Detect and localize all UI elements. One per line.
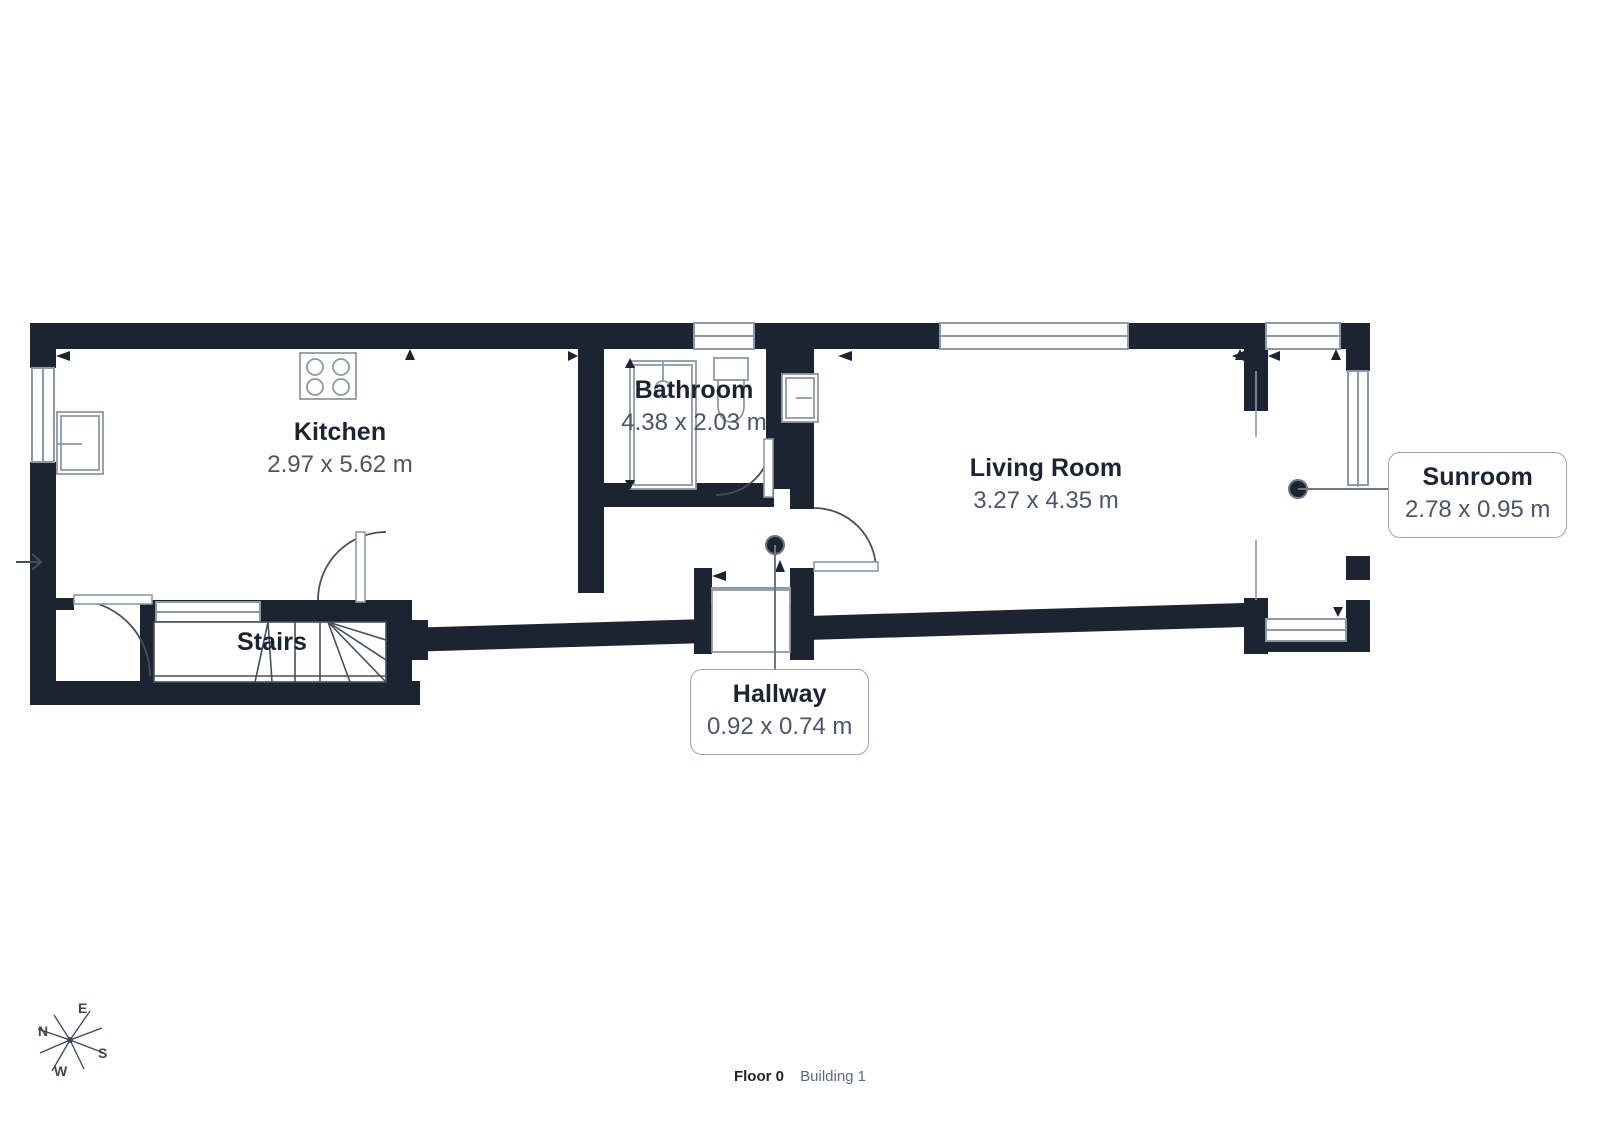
compass-ray-w	[51, 1039, 71, 1072]
compass-ray-sw	[69, 1039, 85, 1070]
compass-label-east: E	[78, 1000, 88, 1016]
door-hallway-arc	[813, 507, 877, 571]
stair-winder-2	[327, 621, 387, 661]
stair-winder-3	[327, 621, 387, 683]
compass-ray-n	[37, 1028, 71, 1041]
room-name-hallway: Hallway	[732, 680, 827, 708]
compass-star-icon	[37, 1010, 105, 1072]
wall-top-bathroom-right	[754, 323, 940, 349]
door-stairs-leaf	[355, 531, 366, 603]
door-entrance-leaf	[73, 594, 153, 605]
door-hallway-leaf	[813, 561, 879, 572]
stair-winder-1	[327, 621, 387, 641]
stair-tread-1	[254, 621, 269, 683]
wall-hall-living-upper	[790, 349, 814, 509]
room-dims-hallway: 0.92 x 0.74 m	[707, 712, 853, 740]
wall-bottom-main	[404, 603, 1244, 652]
stove-burner-3	[306, 378, 324, 396]
dim-arrow-kitchen-top-b	[568, 351, 578, 361]
bathtub-drain-icon	[654, 380, 672, 398]
door-bathroom-leaf	[763, 438, 774, 498]
dim-arrow-kitchen-left	[56, 351, 70, 361]
stove-burner-1	[306, 358, 324, 376]
dim-arrow-kitchen-top-a	[405, 349, 415, 360]
dim-arrow-bathroom-left	[625, 358, 635, 368]
doors-group	[73, 438, 879, 677]
dim-arrow-sunroom-left	[1268, 351, 1280, 361]
kitchen-sink-basin	[60, 415, 100, 471]
dim-arrow-living-left	[838, 351, 852, 361]
compass-rose: N E S W	[24, 995, 134, 1085]
wall-stairs-left	[140, 600, 154, 682]
wall-left-lower	[30, 462, 56, 610]
dimension-lines-group	[1255, 371, 1359, 600]
dim-arrow-bathroom-bottom	[625, 480, 635, 490]
dim-arrow-bottom-right	[1333, 607, 1343, 617]
fixtures-group	[56, 352, 819, 653]
leader-lines-group	[765, 479, 1388, 669]
compass-label-south: S	[98, 1045, 108, 1061]
dim-arrow-bathroom-right-top	[766, 351, 780, 361]
room-callout-hallway: Hallway 0.92 x 0.74 m	[690, 669, 870, 755]
stove-burner-4	[332, 378, 350, 396]
toilet-bowl-icon	[717, 379, 745, 423]
door-stairs-arc	[317, 531, 387, 601]
wall-top-living-right	[1128, 323, 1266, 349]
toilet-tank	[713, 357, 749, 381]
hallway-unit-icon	[711, 589, 791, 653]
wall-left-upper	[30, 323, 56, 368]
stairs-group	[153, 621, 387, 683]
room-dims-sunroom: 2.78 x 0.95 m	[1405, 495, 1551, 523]
compass-label-west: W	[54, 1063, 68, 1079]
footer-floor-label: Floor 0	[733, 1068, 784, 1085]
dim-arrow-sunroom-right	[1331, 349, 1341, 360]
compass-ray-se	[69, 1027, 103, 1041]
wall-hall-living-lower	[790, 568, 814, 660]
wall-kitchen-bathroom	[578, 323, 604, 593]
wall-bottom-left	[30, 681, 420, 705]
dim-arrow-bottom-mid	[1225, 607, 1235, 617]
wall-right-exterior-lower	[1346, 556, 1370, 580]
wall-door-stub-left	[56, 598, 74, 610]
stair-tread-2	[267, 621, 273, 683]
dim-arrow-hallway-top	[775, 560, 785, 572]
door-entrance-arc	[73, 599, 151, 677]
entrance-arrow-icon	[16, 553, 43, 571]
stove-burner-2	[332, 358, 350, 376]
compass-ray-nw	[39, 1039, 71, 1054]
room-callout-sunroom: Sunroom 2.78 x 0.95 m	[1388, 452, 1568, 538]
dim-arrow-living-right-b	[1235, 349, 1245, 360]
compass-ray-e	[69, 1010, 91, 1041]
wall-top-far-right	[1340, 323, 1370, 349]
stair-winder-4	[327, 621, 351, 683]
dim-arrow-stairs-right	[407, 630, 417, 640]
entrance-arrow-head	[31, 553, 43, 571]
compass-label-north: N	[38, 1023, 49, 1039]
compass-ray-s	[69, 1039, 105, 1054]
dimension-markers-group	[56, 349, 1343, 640]
compass-ray-ne	[53, 1014, 71, 1041]
footer-building-label: Building 1	[800, 1068, 867, 1085]
compass-center-dot	[67, 1037, 73, 1043]
room-name-sunroom: Sunroom	[1422, 463, 1533, 491]
dim-arrow-hallway-left	[712, 571, 726, 581]
wall-right-exterior-upper	[1346, 349, 1370, 371]
footer: Floor 0 Building 1	[0, 1068, 1600, 1085]
